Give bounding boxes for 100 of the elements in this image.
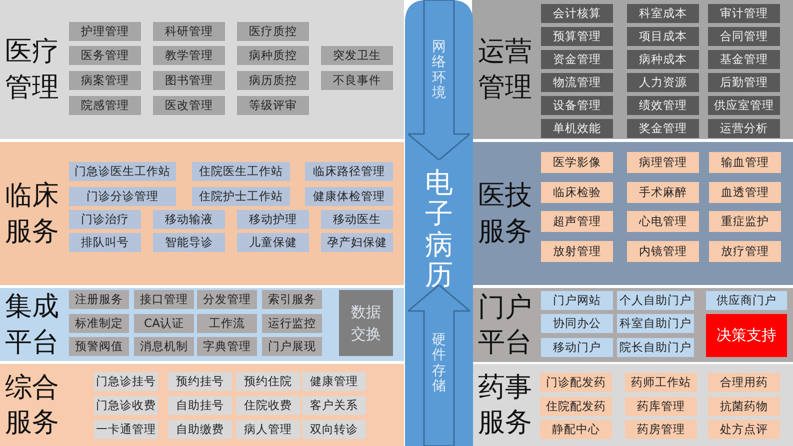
feature-tile: 超声管理 [541,211,613,232]
feature-tile: 放疗管理 [709,241,781,262]
feature-tile: 预约住院 [236,372,300,391]
feature-tile: 预警阀值 [69,337,129,356]
feature-tile: 医务管理 [69,46,141,65]
feature-tile: 药库管理 [625,397,697,416]
feature-tile: 分发管理 [197,290,257,309]
panel-heading: 医疗管理 [5,35,60,104]
panel-heading: 集成平台 [5,290,60,360]
feature-tile: 后勤管理 [708,73,780,92]
feature-tile: 自助缴费 [168,420,232,439]
feature-tile: 医学影像 [541,152,613,173]
feature-tile: 健康体检管理 [305,187,393,206]
panel-heading: 运营管理 [478,35,533,104]
highlight-tile: 决策支持 [706,314,787,357]
feature-tile: 供应商门户 [706,291,787,310]
feature-tile: 抗菌药物 [708,397,780,416]
feature-tile: 院感管理 [69,96,141,115]
feature-tile: 医疗质控 [237,22,309,41]
module-panel [472,364,793,446]
feature-tile: 移动护理 [237,210,309,229]
module-panel [472,142,793,285]
feature-tile: 住院医生工作站 [192,162,290,181]
feature-tile: 接口管理 [134,290,194,309]
feature-tile: CA认证 [134,314,194,333]
feature-tile: 住院护士工作站 [192,187,290,206]
feature-tile: 科研管理 [153,22,225,41]
feature-tile: 病案管理 [69,71,141,90]
arrow-label: 网络环境 [432,40,446,102]
feature-tile: 突发卫生 [321,46,393,65]
feature-tile: 设备管理 [541,96,613,115]
feature-tile: 病历质控 [237,71,309,90]
feature-tile: 医改管理 [153,96,225,115]
feature-tile: 门户展现 [262,337,322,356]
feature-tile: 预约挂号 [168,372,232,391]
panel-heading: 医技服务 [478,179,533,248]
feature-tile: 消息机制 [134,337,194,356]
module-panel [0,0,404,139]
feature-tile: 供应室管理 [708,96,780,115]
feature-tile: 资金管理 [541,50,613,69]
feature-tile: 预算管理 [541,27,613,46]
feature-tile: 药房管理 [625,420,697,439]
feature-tile: 运营分析 [708,119,780,138]
feature-tile: 放射管理 [541,241,613,262]
feature-tile: 病种成本 [627,50,699,69]
feature-tile: 合理用药 [708,373,780,392]
feature-tile: 科室成本 [627,4,699,23]
feature-tile: 病人管理 [236,420,300,439]
feature-tile: 排队叫号 [69,233,141,252]
feature-tile: 儿童保健 [237,233,309,252]
panel-heading: 综合服务 [5,370,60,440]
module-panel [472,288,793,362]
feature-tile: 门户网站 [541,291,613,310]
feature-tile: 门诊配发药 [540,373,612,392]
feature-tile: 客户关系 [302,396,366,415]
panel-heading: 临床服务 [5,179,60,248]
feature-tile: 一卡通管理 [94,420,158,439]
feature-tile: 临床检验 [541,182,613,203]
feature-tile: 门急诊医生工作站 [69,162,176,181]
feature-tile: 审计管理 [708,4,780,23]
feature-tile: 门诊治疗 [69,210,141,229]
feature-tile: 基金管理 [708,50,780,69]
feature-tile: 移动医生 [321,210,393,229]
feature-tile: 院长自助门户 [617,338,694,357]
feature-tile: 合同管理 [708,27,780,46]
feature-tile: 运行监控 [262,314,322,333]
feature-tile: 住院收费 [236,396,300,415]
feature-tile: 门诊分诊管理 [69,187,176,206]
feature-tile: 手术麻醉 [627,182,699,203]
module-panel [0,288,404,361]
feature-tile: 智能导诊 [153,233,225,252]
feature-tile: 等级评审 [237,96,309,115]
feature-tile: 病理管理 [627,152,699,173]
feature-tile: 健康管理 [302,372,366,391]
feature-tile: 科室自助门户 [617,314,694,333]
feature-tile: 奖金管理 [627,119,699,138]
highlight-tile: 数据交换 [339,290,393,356]
feature-tile: 药师工作站 [625,373,697,392]
feature-tile: 会计核算 [541,4,613,23]
module-panel [472,0,793,139]
feature-tile: 孕产妇保健 [321,233,393,252]
feature-tile: 移动门户 [541,338,613,357]
feature-tile: 教学管理 [153,46,225,65]
feature-tile: 不良事件 [321,71,393,90]
feature-tile: 输血管理 [709,152,781,173]
feature-tile: 移动输液 [153,210,225,229]
feature-tile: 图书管理 [153,71,225,90]
feature-tile: 个人自助门户 [617,291,694,310]
panel-heading: 药事服务 [478,370,533,440]
feature-tile: 索引服务 [262,290,322,309]
feature-tile: 物流管理 [541,73,613,92]
arrow-label: 硬件存储 [432,333,446,395]
feature-tile: 协同办公 [541,314,613,333]
feature-tile: 静配中心 [540,420,612,439]
feature-tile: 门急诊收费 [94,396,158,415]
feature-tile: 门急诊挂号 [94,372,158,391]
feature-tile: 单机效能 [541,119,613,138]
column-title: 电子病历 [425,168,453,292]
feature-tile: 注册服务 [69,290,129,309]
feature-tile: 住院配发药 [540,397,612,416]
